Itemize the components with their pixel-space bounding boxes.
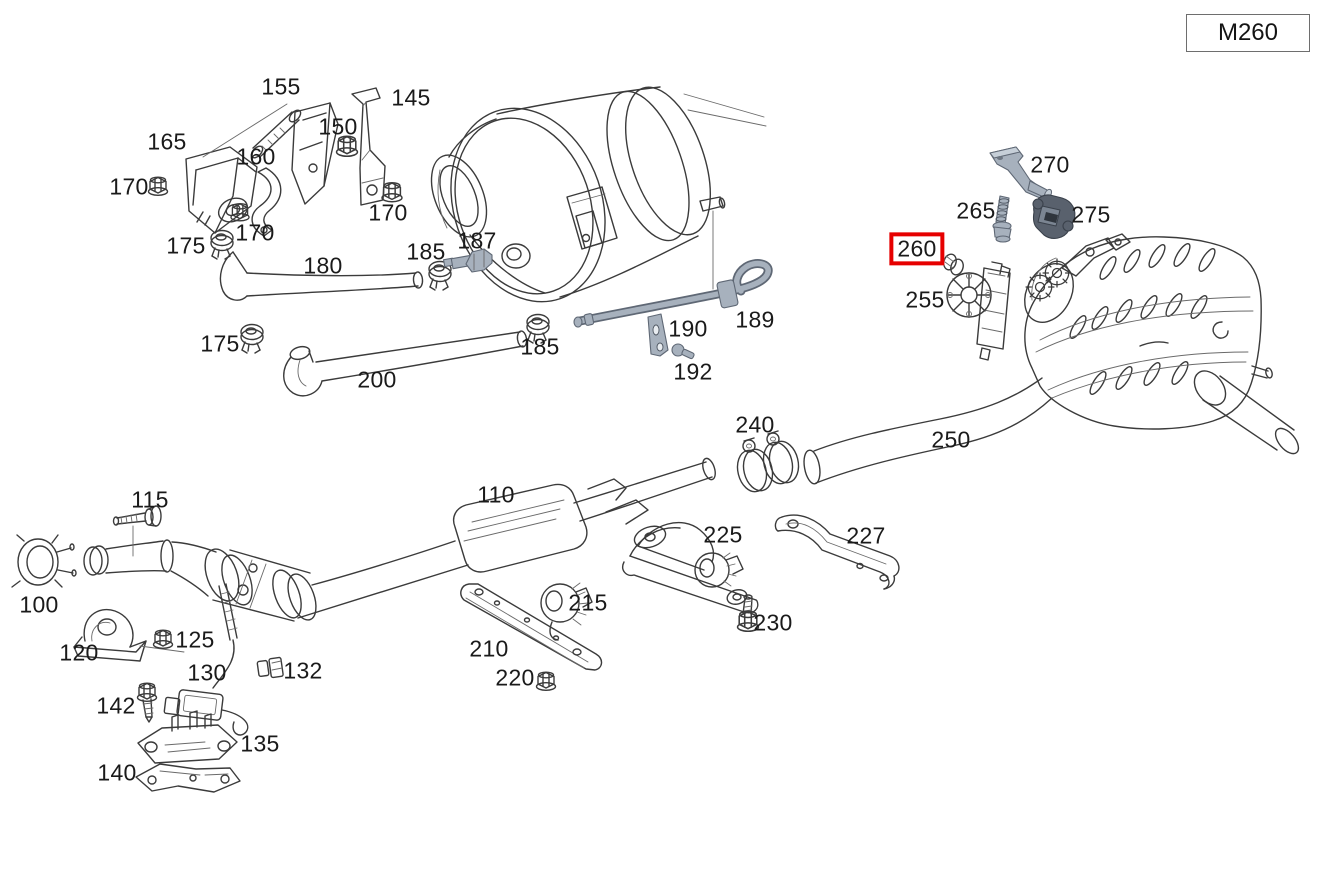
part-drawing-sensor-130 bbox=[163, 583, 249, 736]
part-drawing-nut-220 bbox=[535, 671, 557, 691]
part-drawing-bracket-270 bbox=[989, 146, 1053, 200]
part-drawing-hanger-120 bbox=[73, 608, 185, 662]
part-label-189[interactable]: 189 bbox=[735, 306, 775, 333]
part-label-155[interactable]: 155 bbox=[261, 73, 301, 100]
part-drawing-bolt-230 bbox=[736, 594, 760, 632]
part-label-132[interactable]: 132 bbox=[283, 657, 323, 684]
part-drawing-clamp-240 bbox=[736, 430, 800, 493]
part-label-225[interactable]: 225 bbox=[703, 521, 743, 548]
part-drawing-bracket-160 bbox=[251, 167, 282, 237]
part-drawing-front-pipe-cat bbox=[83, 539, 469, 622]
part-label-270[interactable]: 270 bbox=[1030, 151, 1070, 178]
part-drawing-bracket-140 bbox=[135, 763, 241, 793]
part-drawing-bolt-265 bbox=[992, 195, 1012, 243]
part-label-265[interactable]: 265 bbox=[956, 197, 996, 224]
part-label-190[interactable]: 190 bbox=[668, 315, 708, 342]
part-drawing-bolt-115 bbox=[112, 505, 162, 557]
part-label-150[interactable]: 150 bbox=[318, 113, 358, 140]
part-label-260[interactable]: 260 bbox=[889, 232, 945, 266]
part-label-170-b[interactable]: 170 bbox=[368, 199, 408, 226]
part-label-110[interactable]: 110 bbox=[477, 481, 515, 508]
part-drawing-nut-260 bbox=[943, 253, 964, 276]
part-drawing-plate-135 bbox=[137, 710, 238, 764]
part-label-200[interactable]: 200 bbox=[357, 366, 397, 393]
part-drawing-bracket-145 bbox=[351, 87, 386, 206]
part-label-135[interactable]: 135 bbox=[240, 730, 280, 757]
part-label-255[interactable]: 255 bbox=[905, 286, 945, 313]
part-label-220[interactable]: 220 bbox=[495, 664, 535, 691]
part-drawing-flange-100 bbox=[11, 534, 77, 588]
part-label-175-b[interactable]: 175 bbox=[200, 330, 240, 357]
part-drawing-hose-189 bbox=[573, 259, 773, 328]
part-label-142[interactable]: 142 bbox=[96, 692, 136, 719]
part-drawing-rear-muffler bbox=[1024, 233, 1300, 455]
part-label-165[interactable]: 165 bbox=[147, 128, 187, 155]
part-label-185-b[interactable]: 185 bbox=[520, 333, 560, 360]
part-label-215[interactable]: 215 bbox=[568, 589, 608, 616]
part-drawing-pipe-180 bbox=[219, 251, 424, 301]
part-label-175-a[interactable]: 175 bbox=[166, 232, 206, 259]
diagram-code: M260 bbox=[1217, 19, 1279, 46]
part-label-125[interactable]: 125 bbox=[175, 626, 215, 653]
part-drawing-mount-275 bbox=[1032, 194, 1076, 239]
part-label-170-a[interactable]: 170 bbox=[109, 173, 149, 200]
part-drawing-nut-125 bbox=[152, 629, 174, 649]
part-label-130[interactable]: 130 bbox=[187, 659, 227, 686]
part-label-170-c[interactable]: 170 bbox=[235, 219, 275, 246]
part-drawing-clip-132 bbox=[256, 656, 284, 679]
part-label-145[interactable]: 145 bbox=[391, 84, 431, 111]
part-label-227[interactable]: 227 bbox=[846, 522, 886, 549]
part-label-120[interactable]: 120 bbox=[59, 639, 99, 666]
part-drawing-nut-170a bbox=[147, 176, 169, 197]
part-label-187[interactable]: 187 bbox=[457, 227, 497, 254]
part-label-210[interactable]: 210 bbox=[469, 635, 509, 662]
part-drawing-plate-210 bbox=[460, 583, 603, 671]
part-drawing-muffler-110 bbox=[452, 457, 716, 573]
part-drawing-dpf-muffler bbox=[430, 86, 767, 303]
part-drawing-pipe-200 bbox=[283, 330, 528, 397]
part-drawing-bracket-190 bbox=[647, 313, 669, 357]
part-label-185-a[interactable]: 185 bbox=[406, 238, 446, 265]
part-label-180[interactable]: 180 bbox=[303, 252, 343, 279]
part-label-140[interactable]: 140 bbox=[97, 759, 137, 786]
part-label-160[interactable]: 160 bbox=[236, 143, 276, 170]
diagram-code-box: M260 bbox=[1186, 14, 1310, 52]
part-drawing-bracket-227 bbox=[774, 514, 900, 590]
part-drawing-mount-215 bbox=[540, 582, 593, 641]
part-drawing-plug-187 bbox=[442, 248, 493, 273]
part-label-230[interactable]: 230 bbox=[753, 609, 793, 636]
part-label-100[interactable]: 100 bbox=[19, 591, 59, 618]
part-label-192[interactable]: 192 bbox=[673, 358, 713, 385]
part-drawing-clamp-175b bbox=[240, 323, 264, 354]
part-drawing-bolt-142 bbox=[136, 682, 158, 723]
part-drawing-actuator-255 bbox=[946, 261, 1011, 361]
part-label-240[interactable]: 240 bbox=[735, 411, 775, 438]
part-drawing-stud-155 bbox=[202, 102, 339, 205]
part-label-115[interactable]: 115 bbox=[131, 486, 169, 513]
part-drawing-bolt-192 bbox=[671, 343, 695, 360]
part-label-250[interactable]: 250 bbox=[931, 426, 971, 453]
part-label-275[interactable]: 275 bbox=[1071, 201, 1111, 228]
part-drawing-pipe-250 bbox=[803, 377, 1053, 485]
